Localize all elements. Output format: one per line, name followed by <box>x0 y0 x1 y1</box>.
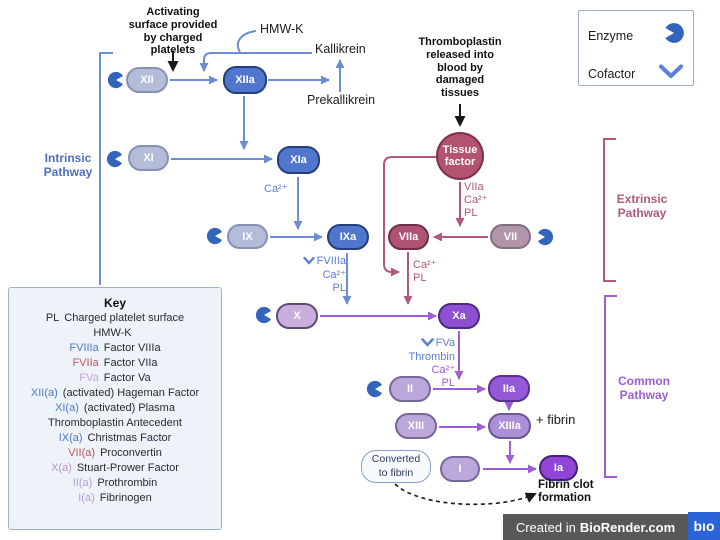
node-factor-xiiia: XIIIa <box>488 413 531 439</box>
xa-cofactor-label: FVa Thrombin Ca²⁺ PL <box>408 337 455 389</box>
curve-hmwk-join <box>236 30 257 53</box>
activating-surface-note: Activating surface provided by charged p… <box>128 6 218 57</box>
tf-mediators-label: VIIa Ca²⁺ PL <box>464 181 488 219</box>
bracket-extrinsic <box>603 138 616 282</box>
node-factor-ia: Ia <box>539 455 578 481</box>
key-row: XI(a)(activated) Plasma Thromboplastin A… <box>48 402 182 429</box>
node-factor-xa: Xa <box>438 303 480 329</box>
enzyme-icon <box>536 228 554 251</box>
node-factor-xia: XIa <box>277 146 320 174</box>
cofactor-chevron-icon <box>420 338 434 351</box>
curve-tissuefactor-to-viia-line <box>383 156 436 277</box>
xia-ca-label: Ca²⁺ <box>264 183 288 195</box>
credit-text: Created in <box>515 519 576 535</box>
plus-fibrin-label: + fibrin <box>536 412 576 427</box>
enzyme-icon <box>107 71 125 94</box>
node-factor-viia: VIIa <box>388 224 429 250</box>
thromboplastin-note: Thromboplastin released into blood by da… <box>418 36 502 99</box>
node-factor-ix: IX <box>227 224 268 249</box>
node-tissue-factor: Tissue factor <box>436 132 484 180</box>
node-factor-x: X <box>276 303 318 329</box>
key-title: Key <box>103 296 126 310</box>
node-factor-xii: XII <box>126 67 168 93</box>
key-row: HMW-K <box>93 327 132 339</box>
viia-mediators-label: Ca²⁺ PL <box>413 259 437 284</box>
legend-cofactor-label: Cofactor <box>588 67 636 81</box>
legend-box: Enzyme Cofactor <box>578 10 694 86</box>
key-row: X(a)Stuart-Prower Factor <box>51 462 179 474</box>
prekallikrein-label: Prekallikrein <box>307 93 376 107</box>
legend-enzyme-label: Enzyme <box>588 28 634 43</box>
node-factor-i: I <box>440 456 480 482</box>
key-row: IX(a)Christmas Factor <box>58 432 172 444</box>
cofactor-chevron-icon <box>302 256 315 269</box>
node-factor-xiia: XIIa <box>223 66 267 94</box>
enzyme-icon <box>106 150 124 173</box>
key-row: VII(a)Proconvertin <box>68 447 162 459</box>
bracket-common <box>604 295 617 478</box>
ixa-cofactor-label: FVIIIa Ca²⁺ PL <box>288 255 346 295</box>
node-factor-vii: VII <box>490 224 531 249</box>
dashed-converted-to-fibrinclot <box>394 483 537 506</box>
line-kallikrein-feedback <box>199 52 312 72</box>
node-factor-xiii: XIII <box>395 413 437 439</box>
enzyme-icon <box>366 380 384 403</box>
brand-text: BioRender.com <box>579 519 676 535</box>
key-row: II(a)Prothrombin <box>72 477 158 489</box>
node-factor-xi: XI <box>128 145 169 171</box>
bracket-intrinsic <box>99 52 113 285</box>
node-factor-ixa: IXa <box>327 224 369 250</box>
hmwk-label: HMW-K <box>260 22 304 36</box>
enzyme-icon <box>663 22 685 49</box>
kallikrein-label: Kallikrein <box>315 42 366 56</box>
key-row: I(a)Fibrinogen <box>78 492 152 504</box>
node-factor-iia: IIa <box>488 375 530 402</box>
key-row: XII(a)(activated) Hageman Factor <box>30 387 200 399</box>
node-factor-ii: II <box>389 376 431 402</box>
biorender-logo: bıo <box>688 512 720 540</box>
cofactor-chevron-icon <box>657 63 685 85</box>
enzyme-icon <box>255 306 273 329</box>
enzyme-icon <box>206 227 224 250</box>
